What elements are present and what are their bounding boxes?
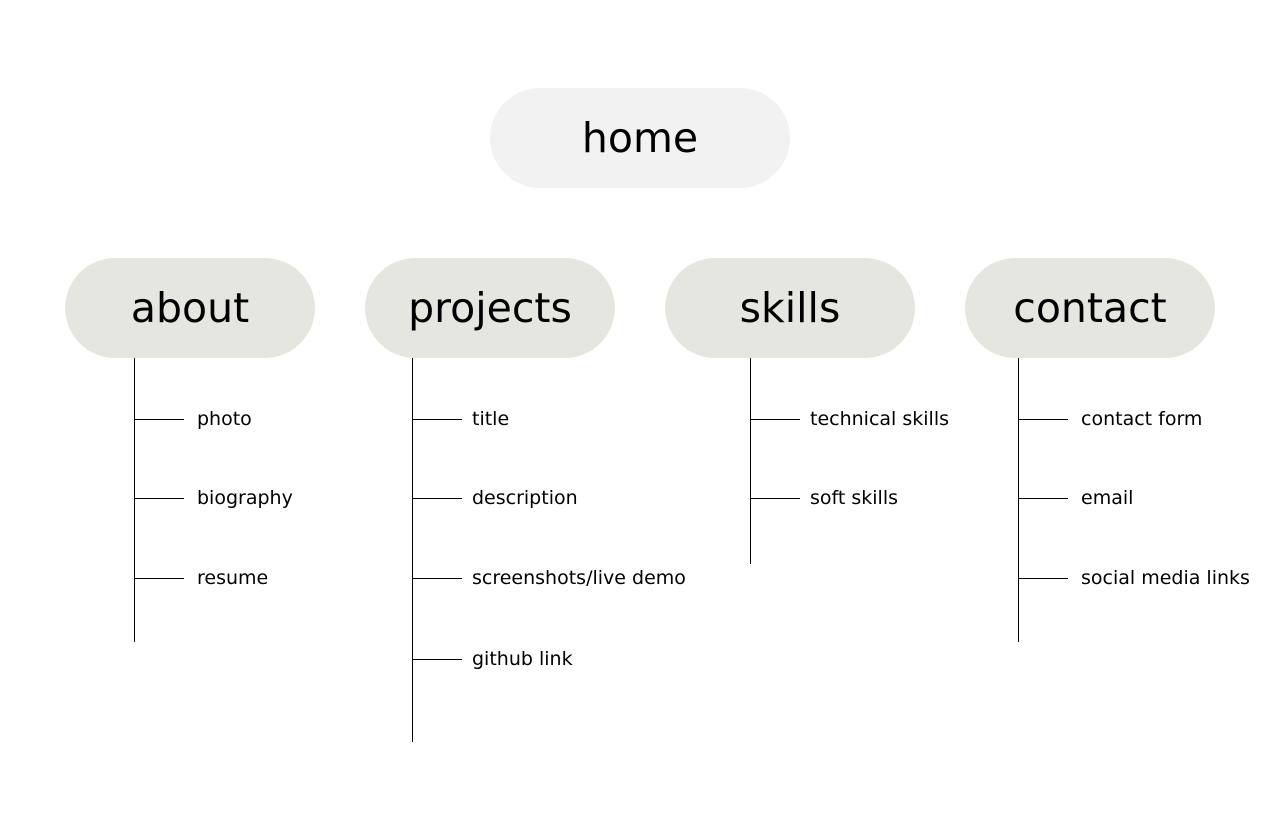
child-item-label: resume (197, 567, 269, 589)
connector-trunk (134, 358, 135, 642)
child-item-label: screenshots/live demo (472, 567, 686, 589)
connector-branch (134, 578, 184, 579)
connector-branch (412, 498, 462, 499)
child-item-label: social media links (1081, 567, 1250, 589)
section-label: contact (1013, 283, 1167, 332)
connector-branch (134, 419, 184, 420)
child-item-label: description (472, 487, 578, 509)
connector-branch (1018, 498, 1068, 499)
child-item-label: title (472, 408, 510, 430)
connector-branch (750, 419, 800, 420)
section-node-contact: contact (965, 258, 1215, 358)
child-item-label: technical skills (810, 408, 949, 430)
connector-trunk (412, 358, 413, 742)
connector-branch (134, 498, 184, 499)
child-item-label: github link (472, 648, 573, 670)
section-label: projects (408, 283, 572, 332)
section-node-projects: projects (365, 258, 615, 358)
section-node-about: about (65, 258, 315, 358)
section-label: skills (739, 283, 841, 332)
home-node: home (490, 88, 790, 188)
connector-trunk (750, 358, 751, 564)
home-label: home (581, 113, 699, 162)
child-item-label: contact form (1081, 408, 1203, 430)
connector-branch (1018, 419, 1068, 420)
connector-branch (412, 419, 462, 420)
connector-branch (750, 498, 800, 499)
section-label: about (130, 283, 250, 332)
section-node-skills: skills (665, 258, 915, 358)
connector-branch (412, 578, 462, 579)
connector-branch (1018, 578, 1068, 579)
connector-trunk (1018, 358, 1019, 642)
child-item-label: email (1081, 487, 1134, 509)
connector-branch (412, 659, 462, 660)
child-item-label: soft skills (810, 487, 899, 509)
child-item-label: biography (197, 487, 293, 509)
child-item-label: photo (197, 408, 252, 430)
